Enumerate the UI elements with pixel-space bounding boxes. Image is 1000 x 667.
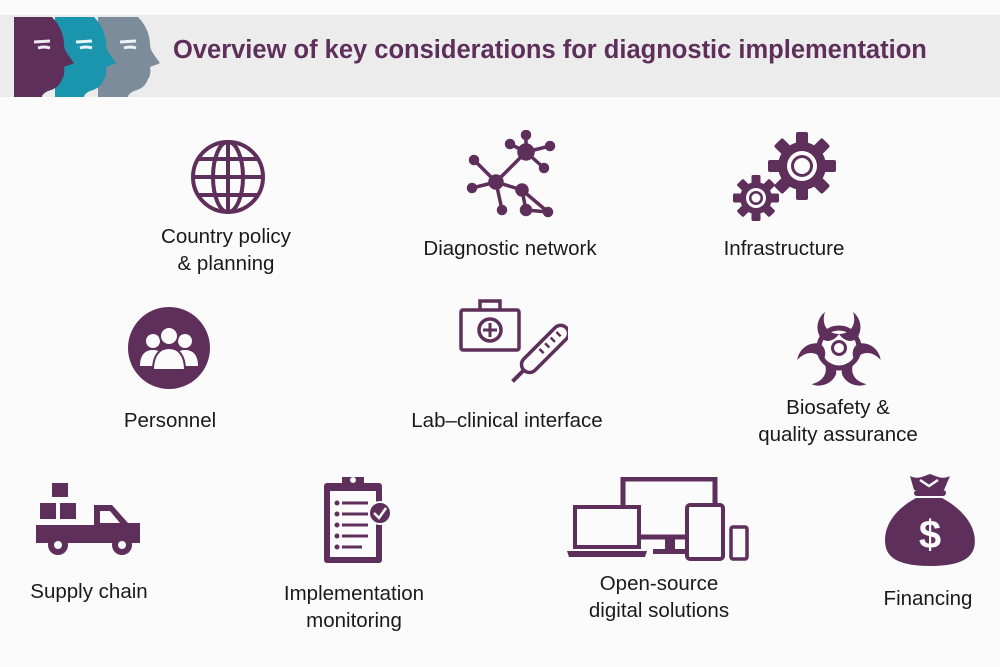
lab-clinical-label: Lab–clinical interface bbox=[411, 409, 603, 432]
people-icon bbox=[127, 306, 211, 390]
supply-chain-label: Supply chain bbox=[30, 580, 148, 603]
country-policy-label: Country policy& planning bbox=[161, 225, 291, 275]
biosafety-label: Biosafety &quality assurance bbox=[758, 396, 918, 446]
infrastructure-label: Infrastructure bbox=[723, 237, 845, 260]
money-bag-icon: $ bbox=[880, 472, 978, 568]
globe-icon bbox=[189, 138, 267, 216]
biohazard-icon bbox=[797, 306, 881, 390]
devices-icon bbox=[567, 477, 751, 561]
personnel-label: Personnel bbox=[123, 409, 217, 432]
header-bar bbox=[0, 15, 1000, 97]
clipboard-checklist-icon bbox=[322, 473, 394, 565]
faces-logo-icon bbox=[0, 15, 160, 97]
diagnostic-network-label: Diagnostic network bbox=[423, 237, 597, 260]
network-icon bbox=[466, 130, 558, 222]
gears-icon bbox=[732, 128, 842, 226]
financing-label: Financing bbox=[883, 587, 973, 610]
page-title: Overview of key considerations for diagn… bbox=[173, 36, 927, 64]
svg-text:$: $ bbox=[919, 513, 941, 557]
delivery-truck-icon bbox=[30, 481, 148, 559]
medkit-thermometer-icon bbox=[458, 296, 568, 396]
